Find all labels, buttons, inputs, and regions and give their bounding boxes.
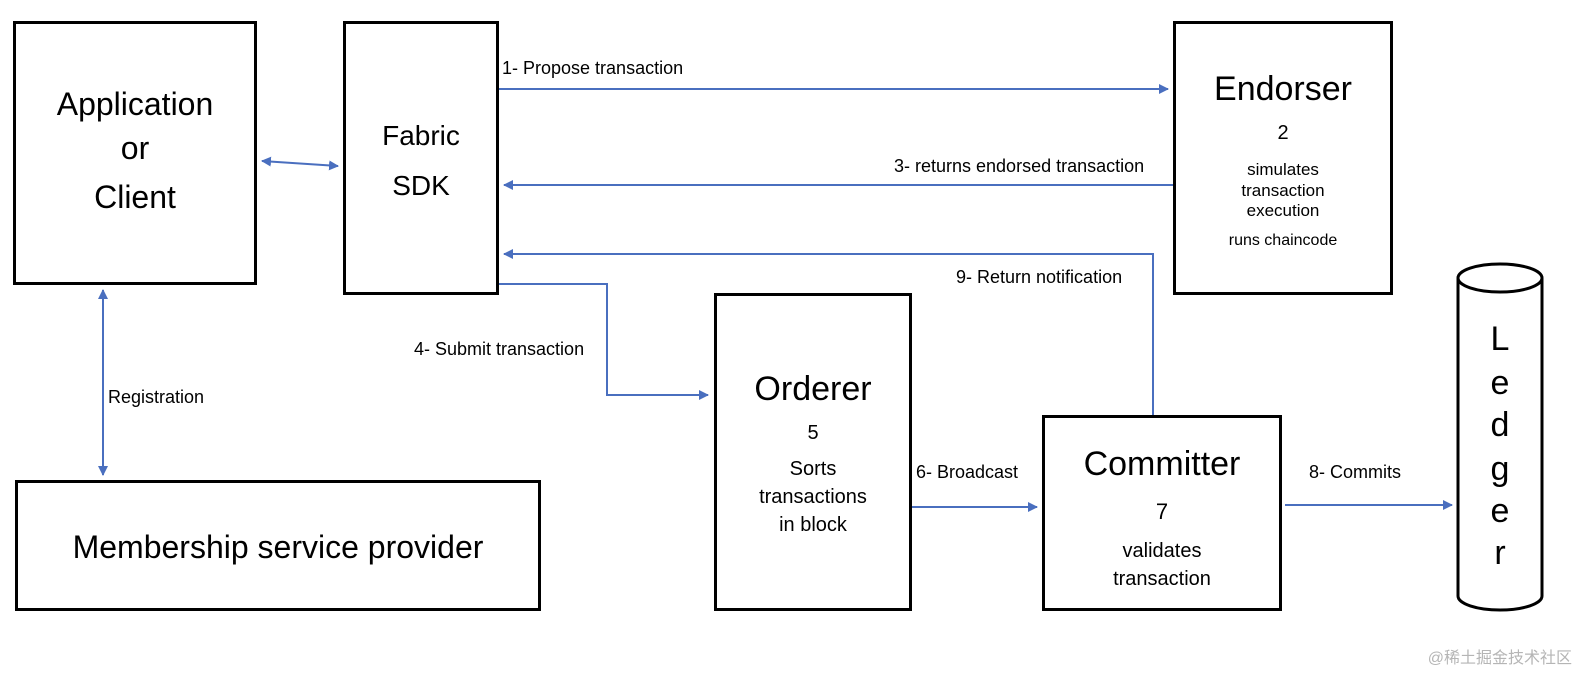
committer-node: Committer 7 validates transaction [1042, 415, 1282, 611]
orderer-node: Orderer 5 Sorts transactions in block [714, 293, 912, 611]
orderer-desc-1: Sorts [789, 458, 837, 480]
orderer-desc-3: in block [779, 514, 847, 536]
ledger-letter-1: L [1490, 320, 1510, 358]
membership-service-provider-node: Membership service provider [15, 480, 541, 611]
label-registration: Registration [108, 387, 205, 407]
orderer-desc-2: transactions [759, 486, 867, 508]
orderer-number: 5 [807, 422, 819, 444]
endorser-number: 2 [1277, 122, 1289, 144]
endorser-desc-3: execution [1246, 201, 1320, 220]
label-return-notification: 9- Return notification [956, 267, 1123, 287]
endorser-desc-1: simulates [1247, 160, 1319, 179]
committer-title: Committer [1083, 445, 1241, 483]
label-submit: 4- Submit transaction [414, 339, 585, 359]
app-line-3: Client [94, 179, 176, 215]
label-propose: 1- Propose transaction [502, 58, 684, 78]
ledger-node: L e d g e r [1455, 262, 1545, 612]
ledger-letter-2: e [1490, 364, 1510, 402]
app-line-2: or [120, 130, 150, 166]
ledger-letter-3: d [1490, 406, 1510, 444]
app-line-1: Application [56, 86, 214, 122]
orderer-title: Orderer [754, 370, 872, 408]
endorser-title: Endorser [1214, 70, 1352, 108]
endorser-node: Endorser 2 simulates transaction executi… [1173, 21, 1393, 295]
arrow-app-sdk [261, 156, 339, 171]
committer-desc-1: validates [1122, 540, 1202, 562]
committer-desc-2: transaction [1113, 568, 1211, 590]
label-broadcast: 6- Broadcast [916, 462, 1019, 482]
label-returns-endorsed: 3- returns endorsed transaction [894, 156, 1145, 176]
msp-title: Membership service provider [72, 529, 484, 565]
ledger-letter-6: r [1494, 534, 1506, 572]
endorser-desc-2: transaction [1241, 181, 1325, 200]
committer-number: 7 [1155, 499, 1169, 524]
endorser-extra: runs chaincode [1228, 232, 1338, 249]
ledger-letter-4: g [1490, 450, 1510, 488]
application-client-node: Application or Client [13, 21, 257, 285]
ledger-cylinder-shape [1456, 262, 1544, 612]
arrow-return-notification [503, 249, 1154, 415]
arrow-submit [499, 283, 709, 400]
fabric-sdk-node: Fabric SDK [343, 21, 499, 295]
ledger-letter-5: e [1490, 492, 1510, 530]
label-commits: 8- Commits [1309, 462, 1402, 482]
sdk-line-2: SDK [392, 170, 450, 201]
watermark: @稀土掘金技术社区 [1427, 650, 1572, 667]
sdk-line-1: Fabric [382, 120, 460, 151]
